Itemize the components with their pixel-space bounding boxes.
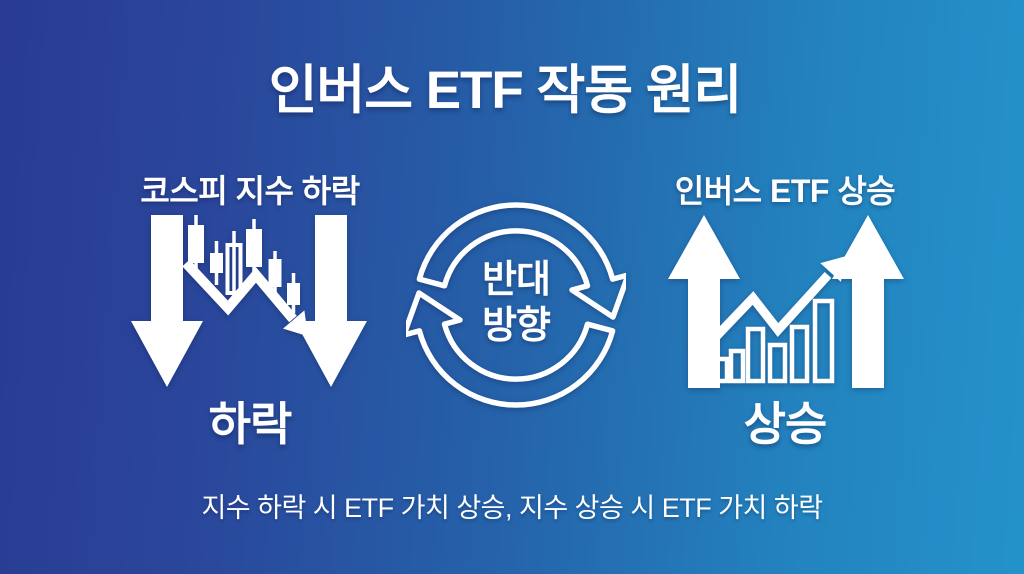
up-arrow-icon (832, 215, 904, 388)
cycle-arrows-icon (406, 202, 626, 408)
bar-chart-uptrend-with-up-arrows-icon (668, 215, 904, 388)
right-section-header: 인버스 ETF 상승 (674, 173, 896, 209)
down-arrow-icon (131, 215, 203, 387)
page-title: 인버스 ETF 작동 원리 (268, 61, 743, 120)
candlestick-downtrend-with-down-arrows-icon (131, 215, 367, 387)
cycle-label-line1: 반대 (482, 259, 551, 301)
cycle-label-line2: 방향 (482, 304, 551, 347)
downtrend-arrow-icon (182, 259, 308, 337)
left-section-label: 하락 (208, 398, 293, 450)
left-section-header: 코스피 지수 하락 (140, 173, 360, 209)
caption-text: 지수 하락 시 ETF 가치 상승, 지수 상승 시 ETF 가치 하락 (201, 493, 823, 523)
bar-chart-icon (712, 298, 835, 384)
up-arrow-icon (668, 215, 740, 388)
candlestick-chart-icon (188, 215, 300, 313)
right-section-label: 상승 (743, 398, 828, 450)
uptrend-arrow-icon (706, 256, 846, 347)
cycle-label: 반대 방향 (426, 258, 606, 349)
down-arrow-icon (295, 215, 367, 387)
